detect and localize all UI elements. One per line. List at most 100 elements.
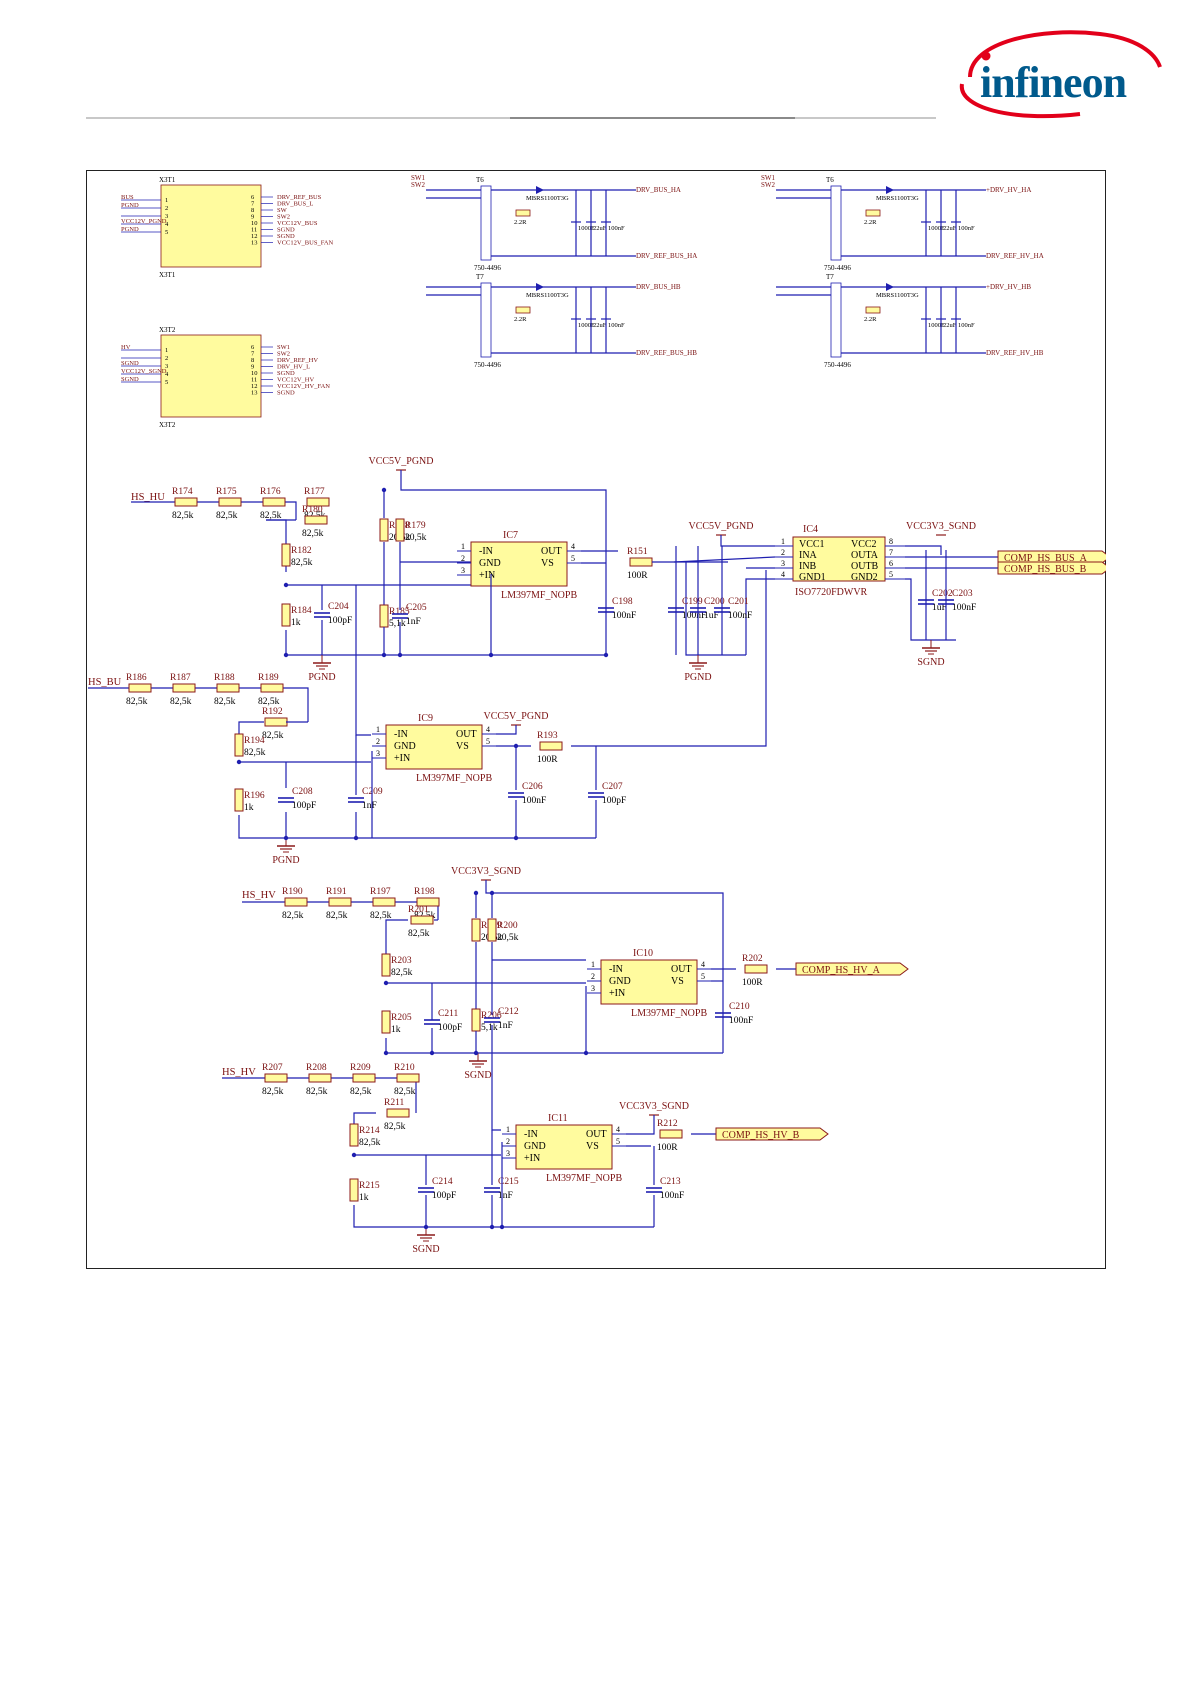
pin-number: 3 (461, 566, 465, 575)
supply-label: VCC5V_PGND (483, 711, 548, 722)
pin-number: 1 (376, 725, 380, 734)
net-label: PGND (121, 202, 139, 209)
diode (536, 186, 544, 194)
supply-label: VCC5V_PGND (368, 456, 433, 467)
pin-number: 10 (251, 220, 258, 227)
net-label: HS_BU (88, 677, 122, 688)
resistor-value: 1k (244, 803, 254, 813)
junction (499, 1224, 505, 1230)
resistor-value: 2.2R (514, 219, 527, 226)
resistor (539, 741, 563, 751)
net-port (795, 962, 909, 976)
pin-name: -IN (609, 964, 623, 975)
comparator-body (600, 959, 698, 1005)
net-label: DRV_BUS_HA (636, 186, 681, 194)
ic-part: ISO7720FDWVR (795, 587, 868, 598)
resistor-ref: R212 (657, 1119, 678, 1129)
ic-ref: IC4 (803, 524, 818, 535)
capacitor-value: 1nF (498, 1021, 513, 1031)
transformer-label: 750-4496 (474, 361, 501, 369)
resistor-value: 5,1k (481, 1023, 498, 1033)
pin-number: 3 (591, 984, 595, 993)
resistor-ref: R174 (172, 487, 193, 497)
resistor-ref: R194 (244, 736, 265, 746)
net-label: SW2 (277, 214, 290, 221)
wire (496, 725, 517, 735)
ic-part: LM397MF_NOPB (501, 590, 577, 601)
pin-number: 8 (889, 537, 893, 546)
resistor (328, 897, 352, 907)
resistor (372, 897, 396, 907)
ground-label: SGND (917, 657, 944, 668)
pin-name: VS (586, 1141, 599, 1152)
pin-number: 4 (781, 570, 785, 579)
diode-part: MBRS1100T3G (526, 195, 569, 202)
net-label: SGND (277, 227, 295, 234)
pin-name: +IN (524, 1153, 540, 1164)
supply-label: VCC3V3_SGND (451, 866, 521, 877)
pin-name: OUT (586, 1129, 607, 1140)
resistor-ref: R211 (384, 1098, 404, 1108)
wire (626, 1115, 655, 1135)
pin-number: 5 (486, 737, 490, 746)
resistor-value: 82,5k (216, 511, 238, 521)
pin-name: +IN (394, 753, 410, 764)
resistor-ref: R184 (291, 606, 312, 616)
pin-name: OUT (456, 729, 477, 740)
pin-number: 2 (461, 554, 465, 563)
pin-number: 12 (251, 233, 258, 240)
net-label: SW (277, 207, 288, 214)
resistor-ref: R188 (214, 673, 235, 683)
resistor (281, 603, 291, 627)
ic-part: LM397MF_NOPB (546, 1173, 622, 1184)
resistor (396, 1073, 420, 1083)
diode-part: MBRS1100T3G (876, 195, 919, 202)
resistor (349, 1178, 359, 1202)
ground-label: SGND (412, 1244, 439, 1255)
resistor (381, 953, 391, 977)
capacitor-value: 100pF (438, 1023, 462, 1033)
resistor (128, 683, 152, 693)
resistor-ref: R193 (537, 731, 558, 741)
resistor-ref: R207 (262, 1063, 283, 1073)
pin-number: 3 (165, 213, 168, 220)
resistor-ref: R198 (414, 887, 435, 897)
junction (583, 1050, 589, 1056)
pin-number: 1 (506, 1125, 510, 1134)
ic-ref: IC10 (633, 948, 653, 959)
net-label: DRV_HV_L (277, 364, 310, 371)
connector-ref: X3T2 (159, 326, 176, 334)
resistor-value: 82,5k (262, 731, 284, 741)
capacitor-value: 1000F (578, 322, 595, 329)
pin-number: 5 (571, 554, 575, 563)
junction (397, 652, 403, 658)
pin-number: 8 (251, 357, 254, 364)
pin-number: 4 (486, 725, 490, 734)
capacitor-value: 1uF (932, 603, 947, 613)
transformer (830, 185, 842, 261)
pin-name: GND (479, 558, 501, 569)
net-label: DRV_REF_HV_HA (986, 252, 1044, 260)
junction (381, 487, 387, 493)
resistor-value: 100R (627, 571, 648, 581)
comparator-body (470, 541, 568, 587)
pin-name: VS (456, 741, 469, 752)
pin-number: 6 (251, 344, 255, 351)
resistor-ref: R191 (326, 887, 347, 897)
pin-number: 1 (165, 347, 168, 354)
pin-name: GND (609, 976, 631, 987)
resistor-ref: R200 (497, 921, 518, 931)
resistor (744, 964, 768, 974)
junction (381, 652, 387, 658)
capacitor-ref: C203 (952, 589, 973, 599)
resistor-value: 82,5k (394, 1087, 416, 1097)
capacitor-ref: C204 (328, 602, 349, 612)
connector-body (160, 184, 262, 268)
capacitor-value: 1uF (704, 611, 719, 621)
resistor (471, 1008, 481, 1032)
capacitor-value: 22uF (943, 225, 957, 232)
capacitor-value: 22uF (593, 322, 607, 329)
resistor-ref: R192 (262, 707, 283, 717)
pin-number: 2 (376, 737, 380, 746)
pin-name: -IN (524, 1129, 538, 1140)
